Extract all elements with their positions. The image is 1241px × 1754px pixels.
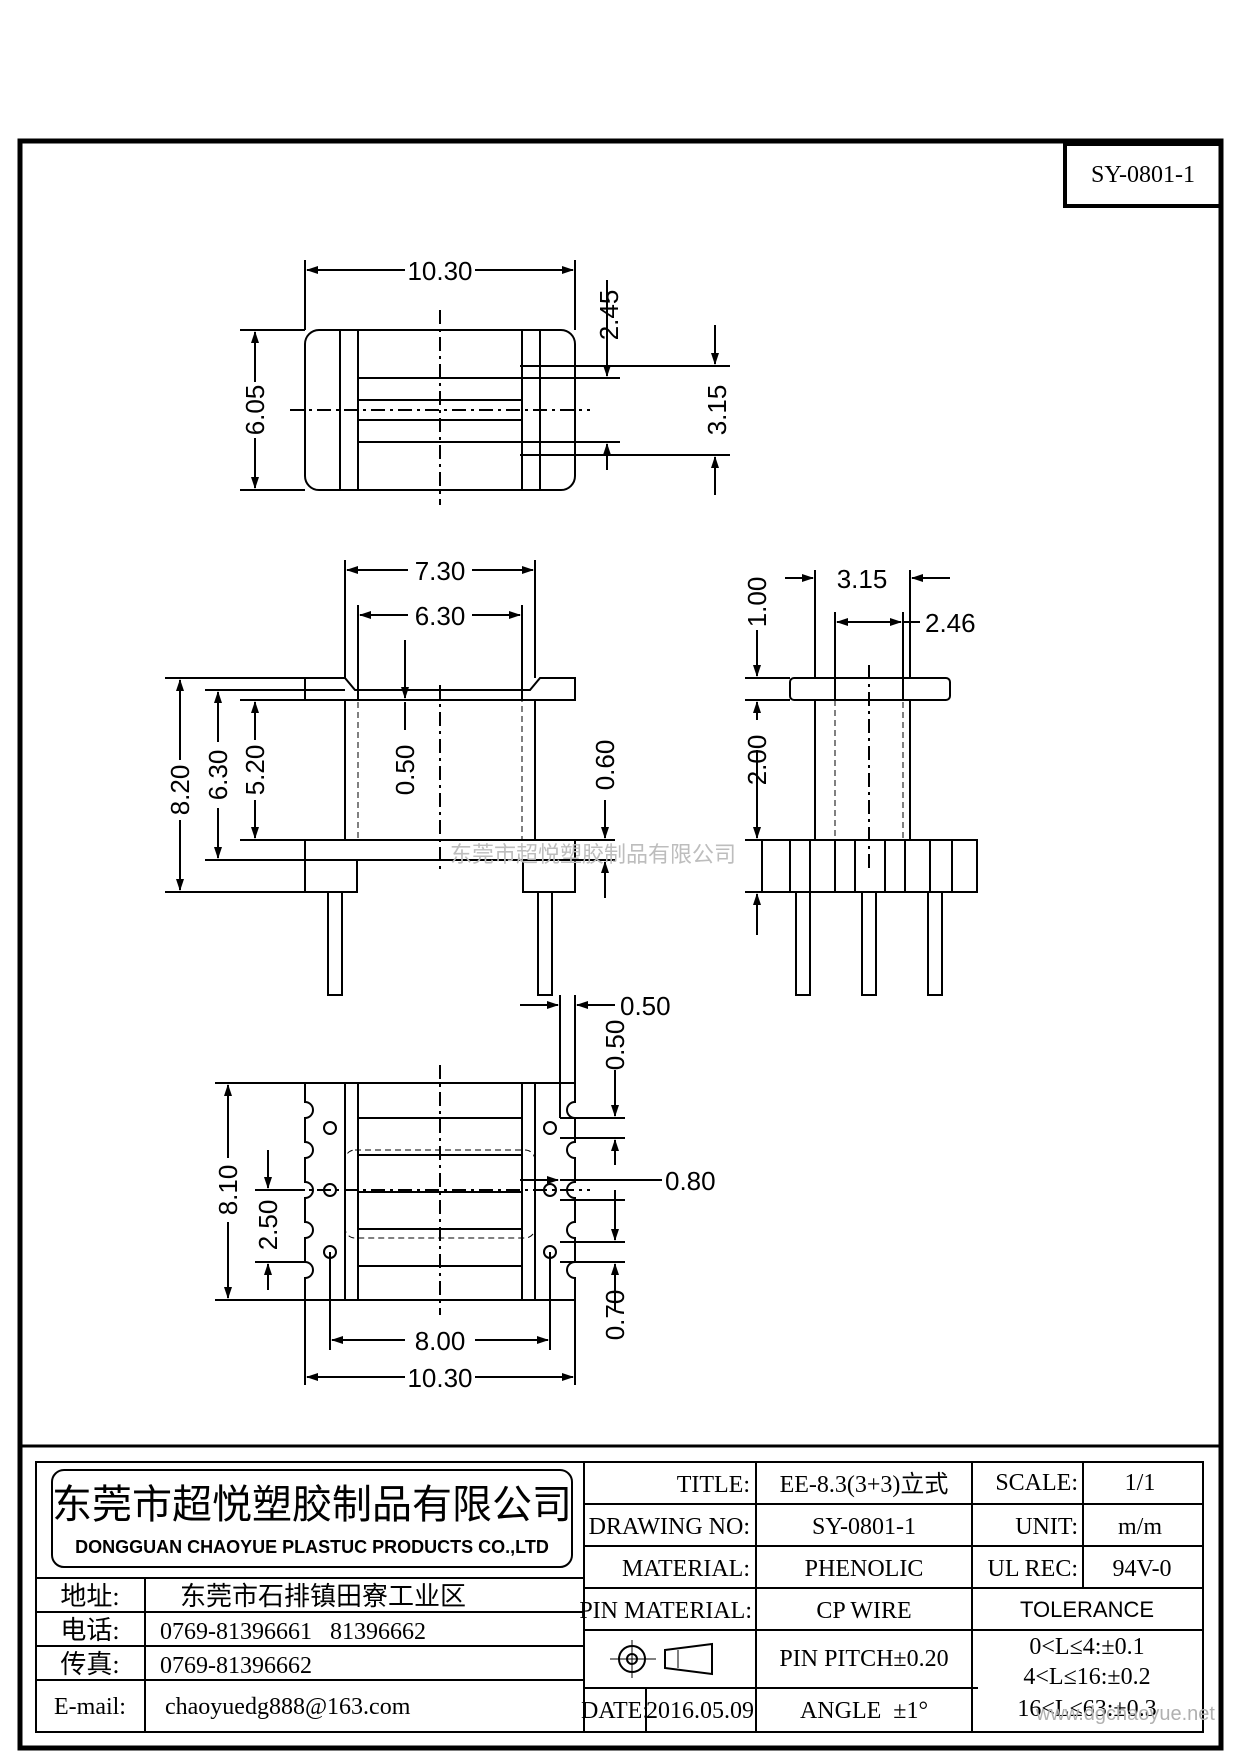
date-value: 2016.05.09 <box>646 1698 754 1724</box>
unit-value: m/m <box>1118 1514 1162 1540</box>
dim-side-inner: 2.46 <box>925 608 976 638</box>
material-value: PHENOLIC <box>805 1556 924 1582</box>
dim-top-height: 6.05 <box>240 385 270 436</box>
dim-front-w-inner: 6.30 <box>415 601 466 631</box>
ul-value: 94V-0 <box>1112 1556 1171 1582</box>
drawing-code-box: SY-0801-1 <box>1063 142 1223 208</box>
dim-top-outer: 3.15 <box>702 385 732 436</box>
company-name-cn: 东莞市超悦塑胶制品有限公司 <box>52 1482 572 1527</box>
front-view <box>165 560 615 996</box>
title-block <box>20 1444 1221 1733</box>
ul-label: UL REC: <box>988 1556 1078 1582</box>
title-label: TITLE: <box>677 1472 750 1498</box>
dim-front-w-outer: 7.30 <box>415 556 466 586</box>
title-value: EE-8.3(3+3)立式 <box>780 1471 949 1498</box>
dim-front-h-total: 8.20 <box>165 765 195 816</box>
phone-label: 电话: <box>60 1616 119 1645</box>
dim-bottom-pin-w: 0.50 <box>620 991 671 1021</box>
top-view <box>240 260 730 505</box>
dim-side-width: 3.15 <box>837 564 888 594</box>
sheet-frame <box>17 138 1224 1751</box>
dim-side-top: 1.00 <box>742 577 772 628</box>
tolerance-1: 0<L≤4:±0.1 <box>1029 1634 1144 1660</box>
dim-front-h-mid: 6.30 <box>203 750 233 801</box>
dim-bottom-pin-off: 0.70 <box>600 1290 630 1341</box>
phone-value: 0769-81396661 81396662 <box>160 1619 426 1645</box>
scale-value: 1/1 <box>1125 1470 1156 1496</box>
drawing-no-value: SY-0801-1 <box>812 1514 916 1540</box>
dim-bottom-inner-w: 8.00 <box>415 1326 466 1356</box>
bottom-view <box>215 995 662 1385</box>
pin-material-label: PIN MATERIAL: <box>579 1598 752 1624</box>
dim-bottom-pitch: 0.80 <box>665 1166 716 1196</box>
material-label: MATERIAL: <box>622 1556 750 1582</box>
dim-top-width: 10.30 <box>407 256 472 286</box>
unit-label: UNIT: <box>1015 1514 1078 1540</box>
email-label: E-mail: <box>54 1694 126 1720</box>
date-label: DATE: <box>581 1698 649 1724</box>
site-watermark: www.dgchaoyue.net <box>1035 1703 1215 1725</box>
fax-value: 0769-81396662 <box>160 1653 312 1679</box>
email-value: chaoyuedg888@163.com <box>165 1694 411 1720</box>
side-view <box>745 570 978 996</box>
dim-top-inner: 2.45 <box>594 290 624 341</box>
dim-side-mid: 2.00 <box>742 735 772 786</box>
dim-front-core: 0.50 <box>390 745 420 796</box>
tolerance-label: TOLERANCE <box>1020 1597 1154 1622</box>
dim-front-h-inner: 5.20 <box>240 745 270 796</box>
dim-front-flange: 0.60 <box>590 740 620 791</box>
angle-tolerance: ANGLE ±1° <box>800 1698 928 1724</box>
tolerance-3: 16<L≤63:±0.3 <box>1017 1696 1156 1722</box>
pin-pitch: PIN PITCH±0.20 <box>779 1646 948 1672</box>
address-label: 地址: <box>60 1582 119 1611</box>
dim-bottom-outer-w: 10.30 <box>407 1363 472 1393</box>
scale-label: SCALE: <box>995 1470 1078 1496</box>
watermark: 东莞市超悦塑胶制品有限公司 <box>450 842 736 867</box>
address-value: 东莞市石排镇田寮工业区 <box>180 1582 466 1611</box>
fax-label: 传真: <box>60 1650 119 1679</box>
dim-bottom-height: 8.10 <box>213 1165 243 1216</box>
dim-bottom-pin-gap: 0.50 <box>600 1020 630 1071</box>
drawing-no-label: DRAWING NO: <box>589 1514 750 1540</box>
company-name-en: DONGGUAN CHAOYUE PLASTUC PRODUCTS CO.,LT… <box>75 1537 549 1557</box>
pin-material-value: CP WIRE <box>816 1598 911 1624</box>
tolerance-2: 4<L≤16:±0.2 <box>1023 1664 1150 1690</box>
dim-bottom-half: 2.50 <box>253 1200 283 1251</box>
drawing-code: SY-0801-1 <box>1091 162 1195 188</box>
